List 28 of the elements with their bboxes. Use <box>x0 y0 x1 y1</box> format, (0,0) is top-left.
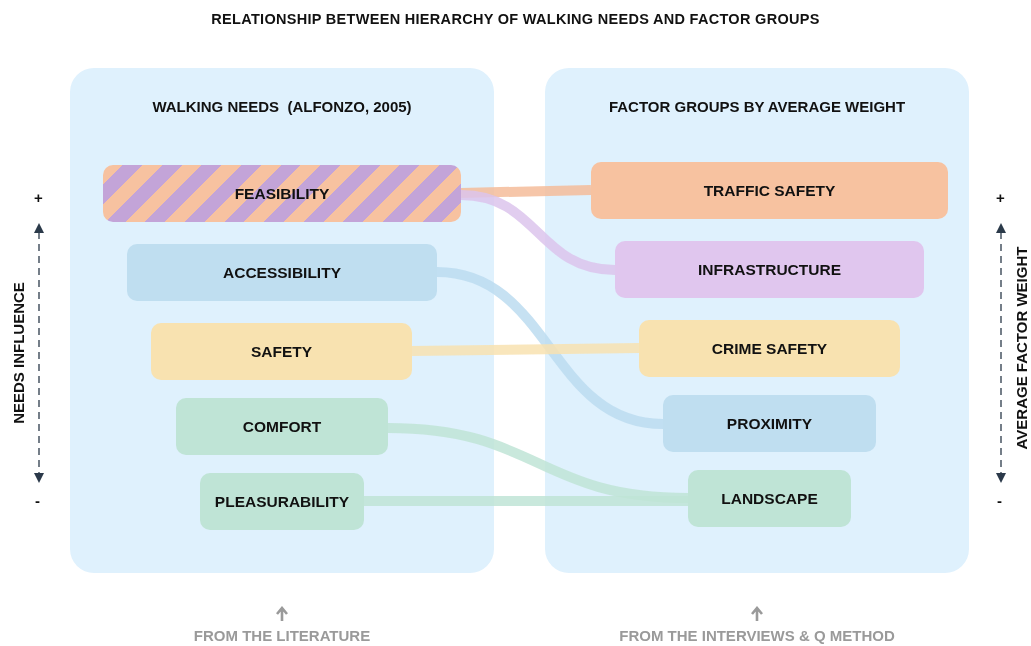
category-box: FEASIBILITY <box>103 165 461 222</box>
diagram-title: RELATIONSHIP BETWEEN HIERARCHY OF WALKING NEEDS AND FACTOR GROUPS <box>210 11 821 27</box>
source-note: FROM THE LITERATURE <box>193 627 371 644</box>
category-box: PROXIMITY <box>663 395 876 452</box>
category-box: SAFETY <box>151 323 412 380</box>
category-box: PLEASURABILITY <box>200 473 364 530</box>
source-note: FROM THE INTERVIEWS & Q METHOD <box>619 627 895 644</box>
category-box: LANDSCAPE <box>688 470 851 527</box>
connector-band <box>436 267 664 429</box>
axis-end-label: - <box>35 492 40 509</box>
category-box: CRIME SAFETY <box>639 320 900 377</box>
panel-heading: WALKING NEEDS (ALFONZO, 2005) <box>151 98 413 115</box>
axis-end-label: + <box>34 189 43 206</box>
category-box: COMFORT <box>176 398 388 455</box>
category-box: TRAFFIC SAFETY <box>591 162 948 219</box>
axis-label: AVERAGE FACTOR WEIGHT <box>1012 246 1030 450</box>
axis-end-label: - <box>997 492 1002 509</box>
axis-label: NEEDS INFLUENCE <box>9 282 27 424</box>
group-panel <box>545 68 969 573</box>
category-box: INFRASTRUCTURE <box>615 241 924 298</box>
axis-end-label: + <box>996 189 1005 206</box>
category-box: ACCESSIBILITY <box>127 244 437 301</box>
connector-band <box>411 343 640 356</box>
group-panel <box>70 68 494 573</box>
connector-band <box>460 185 592 198</box>
panel-heading: FACTOR GROUPS BY AVERAGE WEIGHT <box>607 98 907 115</box>
connector-band <box>460 190 616 275</box>
connector-band <box>364 496 688 506</box>
